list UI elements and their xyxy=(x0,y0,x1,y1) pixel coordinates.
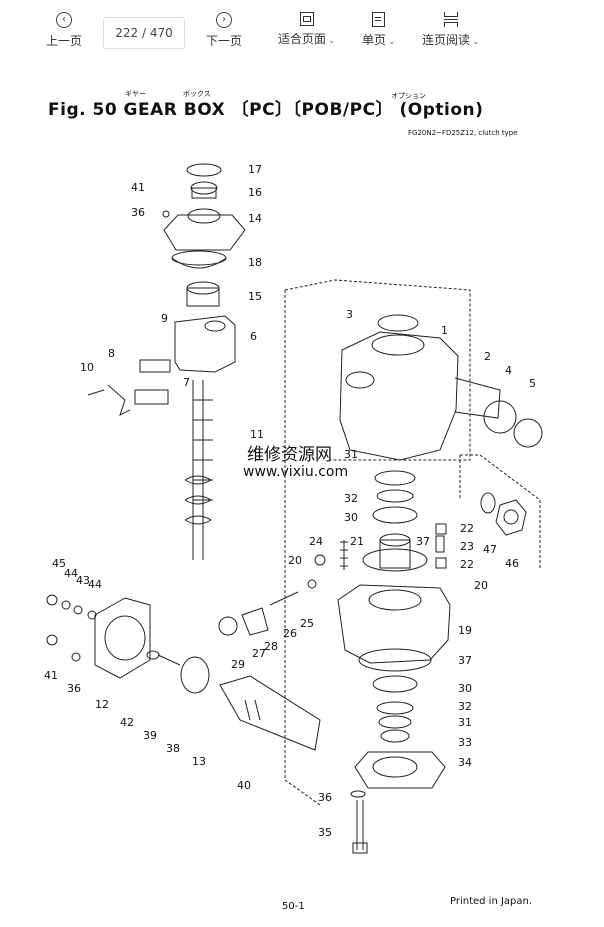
svg-text:28: 28 xyxy=(264,640,278,653)
document-page: ギヤー ボックス オプション Fig. 50 GEAR BOX 〔PC〕〔POB… xyxy=(0,60,604,927)
page-number: 50-1 xyxy=(282,901,305,912)
svg-text:43: 43 xyxy=(76,574,90,587)
svg-text:2: 2 xyxy=(484,350,491,363)
continuous-page-icon xyxy=(443,12,458,27)
svg-text:39: 39 xyxy=(143,729,157,742)
continuous-page-label: 连页阅读 xyxy=(422,33,471,47)
svg-text:23: 23 xyxy=(460,540,474,553)
exploded-parts-diagram xyxy=(46,163,543,854)
fit-page-label: 适合页面 xyxy=(278,32,327,46)
svg-text:20: 20 xyxy=(474,579,488,592)
svg-text:11: 11 xyxy=(250,428,264,441)
svg-text:12: 12 xyxy=(95,698,109,711)
svg-text:14: 14 xyxy=(248,212,262,225)
svg-text:10: 10 xyxy=(80,361,94,374)
svg-text:34: 34 xyxy=(458,756,472,769)
svg-text:15: 15 xyxy=(248,290,262,303)
svg-text:44: 44 xyxy=(64,567,78,580)
svg-text:46: 46 xyxy=(505,557,519,570)
svg-text:36: 36 xyxy=(318,791,332,804)
svg-text:30: 30 xyxy=(458,682,472,695)
single-page-icon xyxy=(372,12,386,27)
svg-text:13: 13 xyxy=(192,755,206,768)
svg-text:4: 4 xyxy=(505,364,512,377)
svg-text:6: 6 xyxy=(250,330,257,343)
svg-text:38: 38 xyxy=(166,742,180,755)
svg-text:9: 9 xyxy=(161,312,168,325)
page-indicator[interactable]: 222 / 470 xyxy=(103,17,185,49)
svg-text:25: 25 xyxy=(300,617,314,630)
chevron-down-icon: ⌄ xyxy=(328,36,336,46)
single-page-label: 单页 xyxy=(362,33,387,47)
svg-text:22: 22 xyxy=(460,558,474,571)
svg-text:17: 17 xyxy=(248,163,262,176)
svg-text:7: 7 xyxy=(183,376,190,389)
printed-note: Printed in Japan. xyxy=(450,896,533,907)
single-page-button[interactable]: 单页⌄ xyxy=(362,12,396,48)
svg-text:16: 16 xyxy=(248,186,262,199)
svg-text:31: 31 xyxy=(458,716,472,729)
svg-text:3: 3 xyxy=(346,308,353,321)
svg-text:20: 20 xyxy=(288,554,302,567)
chevron-down-icon: ⌄ xyxy=(388,37,396,47)
chevron-down-icon: ⌄ xyxy=(472,37,480,47)
svg-text:41: 41 xyxy=(131,181,145,194)
svg-text:21: 21 xyxy=(350,535,364,548)
svg-text:27: 27 xyxy=(252,647,266,660)
fit-page-icon xyxy=(299,12,314,26)
svg-text:42: 42 xyxy=(120,716,134,729)
svg-text:32: 32 xyxy=(344,492,358,505)
svg-text:33: 33 xyxy=(458,736,472,749)
next-page-label: 下一页 xyxy=(206,34,243,48)
svg-text:1: 1 xyxy=(441,324,448,337)
watermark-text: 维修资源网 xyxy=(247,445,332,465)
svg-text:40: 40 xyxy=(237,779,251,792)
svg-text:18: 18 xyxy=(248,256,262,269)
watermark-url: www.vixiu.com xyxy=(243,464,349,480)
page-subtitle: FG20N2~FD25Z12, clutch type xyxy=(408,129,518,137)
svg-text:31: 31 xyxy=(344,448,358,461)
svg-text:37: 37 xyxy=(416,535,430,548)
ruby-box: ボックス xyxy=(183,90,211,98)
svg-text:35: 35 xyxy=(318,826,332,839)
prev-page-button[interactable]: ‹ 上一页 xyxy=(46,12,82,49)
chevron-left-icon: ‹ xyxy=(56,12,72,28)
svg-text:47: 47 xyxy=(483,543,497,556)
ruby-option: オプション xyxy=(391,92,426,100)
viewer-toolbar: ‹ 上一页 222 / 470 › 下一页 适合页面⌄ 单页⌄ 连页阅读⌄ xyxy=(0,0,604,60)
svg-text:29: 29 xyxy=(231,658,245,671)
page-title: Fig. 50 GEAR BOX 〔PC〕〔POB/PC〕 (Option) xyxy=(48,100,484,120)
svg-text:30: 30 xyxy=(344,511,358,524)
svg-text:45: 45 xyxy=(52,557,66,570)
continuous-page-button[interactable]: 连页阅读⌄ xyxy=(422,12,480,48)
svg-text:36: 36 xyxy=(131,206,145,219)
svg-text:26: 26 xyxy=(283,627,297,640)
svg-text:8: 8 xyxy=(108,347,115,360)
svg-text:41: 41 xyxy=(44,669,58,682)
svg-text:24: 24 xyxy=(309,535,323,548)
page-indicator-text: 222 / 470 xyxy=(115,26,173,40)
svg-text:37: 37 xyxy=(458,654,472,667)
svg-text:44: 44 xyxy=(88,578,102,591)
prev-page-label: 上一页 xyxy=(46,34,83,48)
ruby-gear: ギヤー xyxy=(125,90,146,98)
chevron-right-icon: › xyxy=(216,12,232,28)
next-page-button[interactable]: › 下一页 xyxy=(206,12,242,49)
svg-text:22: 22 xyxy=(460,522,474,535)
svg-text:36: 36 xyxy=(67,682,81,695)
svg-text:32: 32 xyxy=(458,700,472,713)
fit-page-button[interactable]: 适合页面⌄ xyxy=(278,12,336,47)
svg-text:19: 19 xyxy=(458,624,472,637)
svg-text:5: 5 xyxy=(529,377,536,390)
